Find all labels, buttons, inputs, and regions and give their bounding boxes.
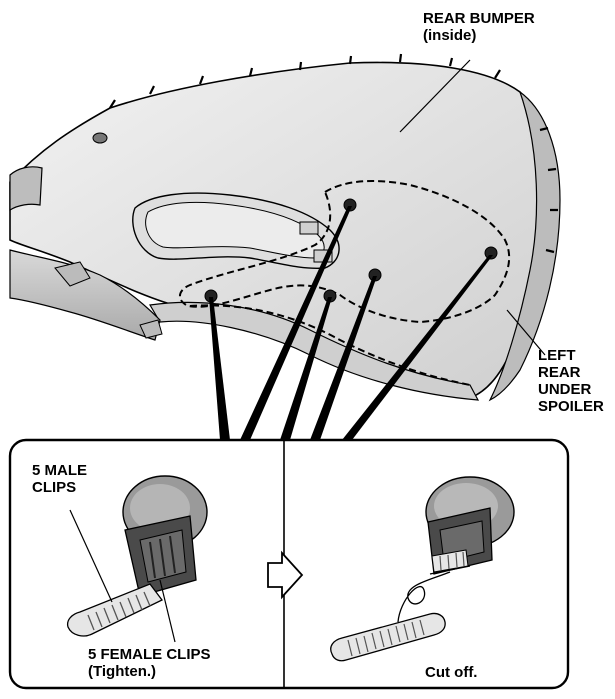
rear-bumper-label-line1: REAR BUMPER bbox=[423, 10, 535, 27]
under-spoiler-label-line1: LEFT bbox=[538, 347, 604, 364]
cut-off-label: Cut off. bbox=[425, 664, 477, 681]
under-spoiler-label-line2: REAR bbox=[538, 364, 604, 381]
female-clips-label-line1: 5 FEMALE CLIPS bbox=[88, 646, 211, 663]
under-spoiler-label: LEFT REAR UNDER SPOILER bbox=[538, 347, 604, 415]
male-clips-label-line2: CLIPS bbox=[32, 479, 87, 496]
under-spoiler-label-line4: SPOILER bbox=[538, 398, 604, 415]
rear-bumper-label: REAR BUMPER (inside) bbox=[423, 10, 535, 44]
male-clips-label-line1: 5 MALE bbox=[32, 462, 87, 479]
rear-bumper-label-line2: (inside) bbox=[423, 27, 535, 44]
female-clips-label-line2: (Tighten.) bbox=[88, 663, 211, 680]
cut-off-label-text: Cut off. bbox=[425, 664, 477, 681]
bumper-left-end bbox=[10, 167, 42, 210]
female-clips-label: 5 FEMALE CLIPS (Tighten.) bbox=[88, 646, 211, 680]
male-clips-label: 5 MALE CLIPS bbox=[32, 462, 87, 496]
center-bracket-upper bbox=[300, 222, 318, 234]
under-spoiler-label-line3: UNDER bbox=[538, 381, 604, 398]
bumper-mount-hole bbox=[93, 133, 107, 143]
